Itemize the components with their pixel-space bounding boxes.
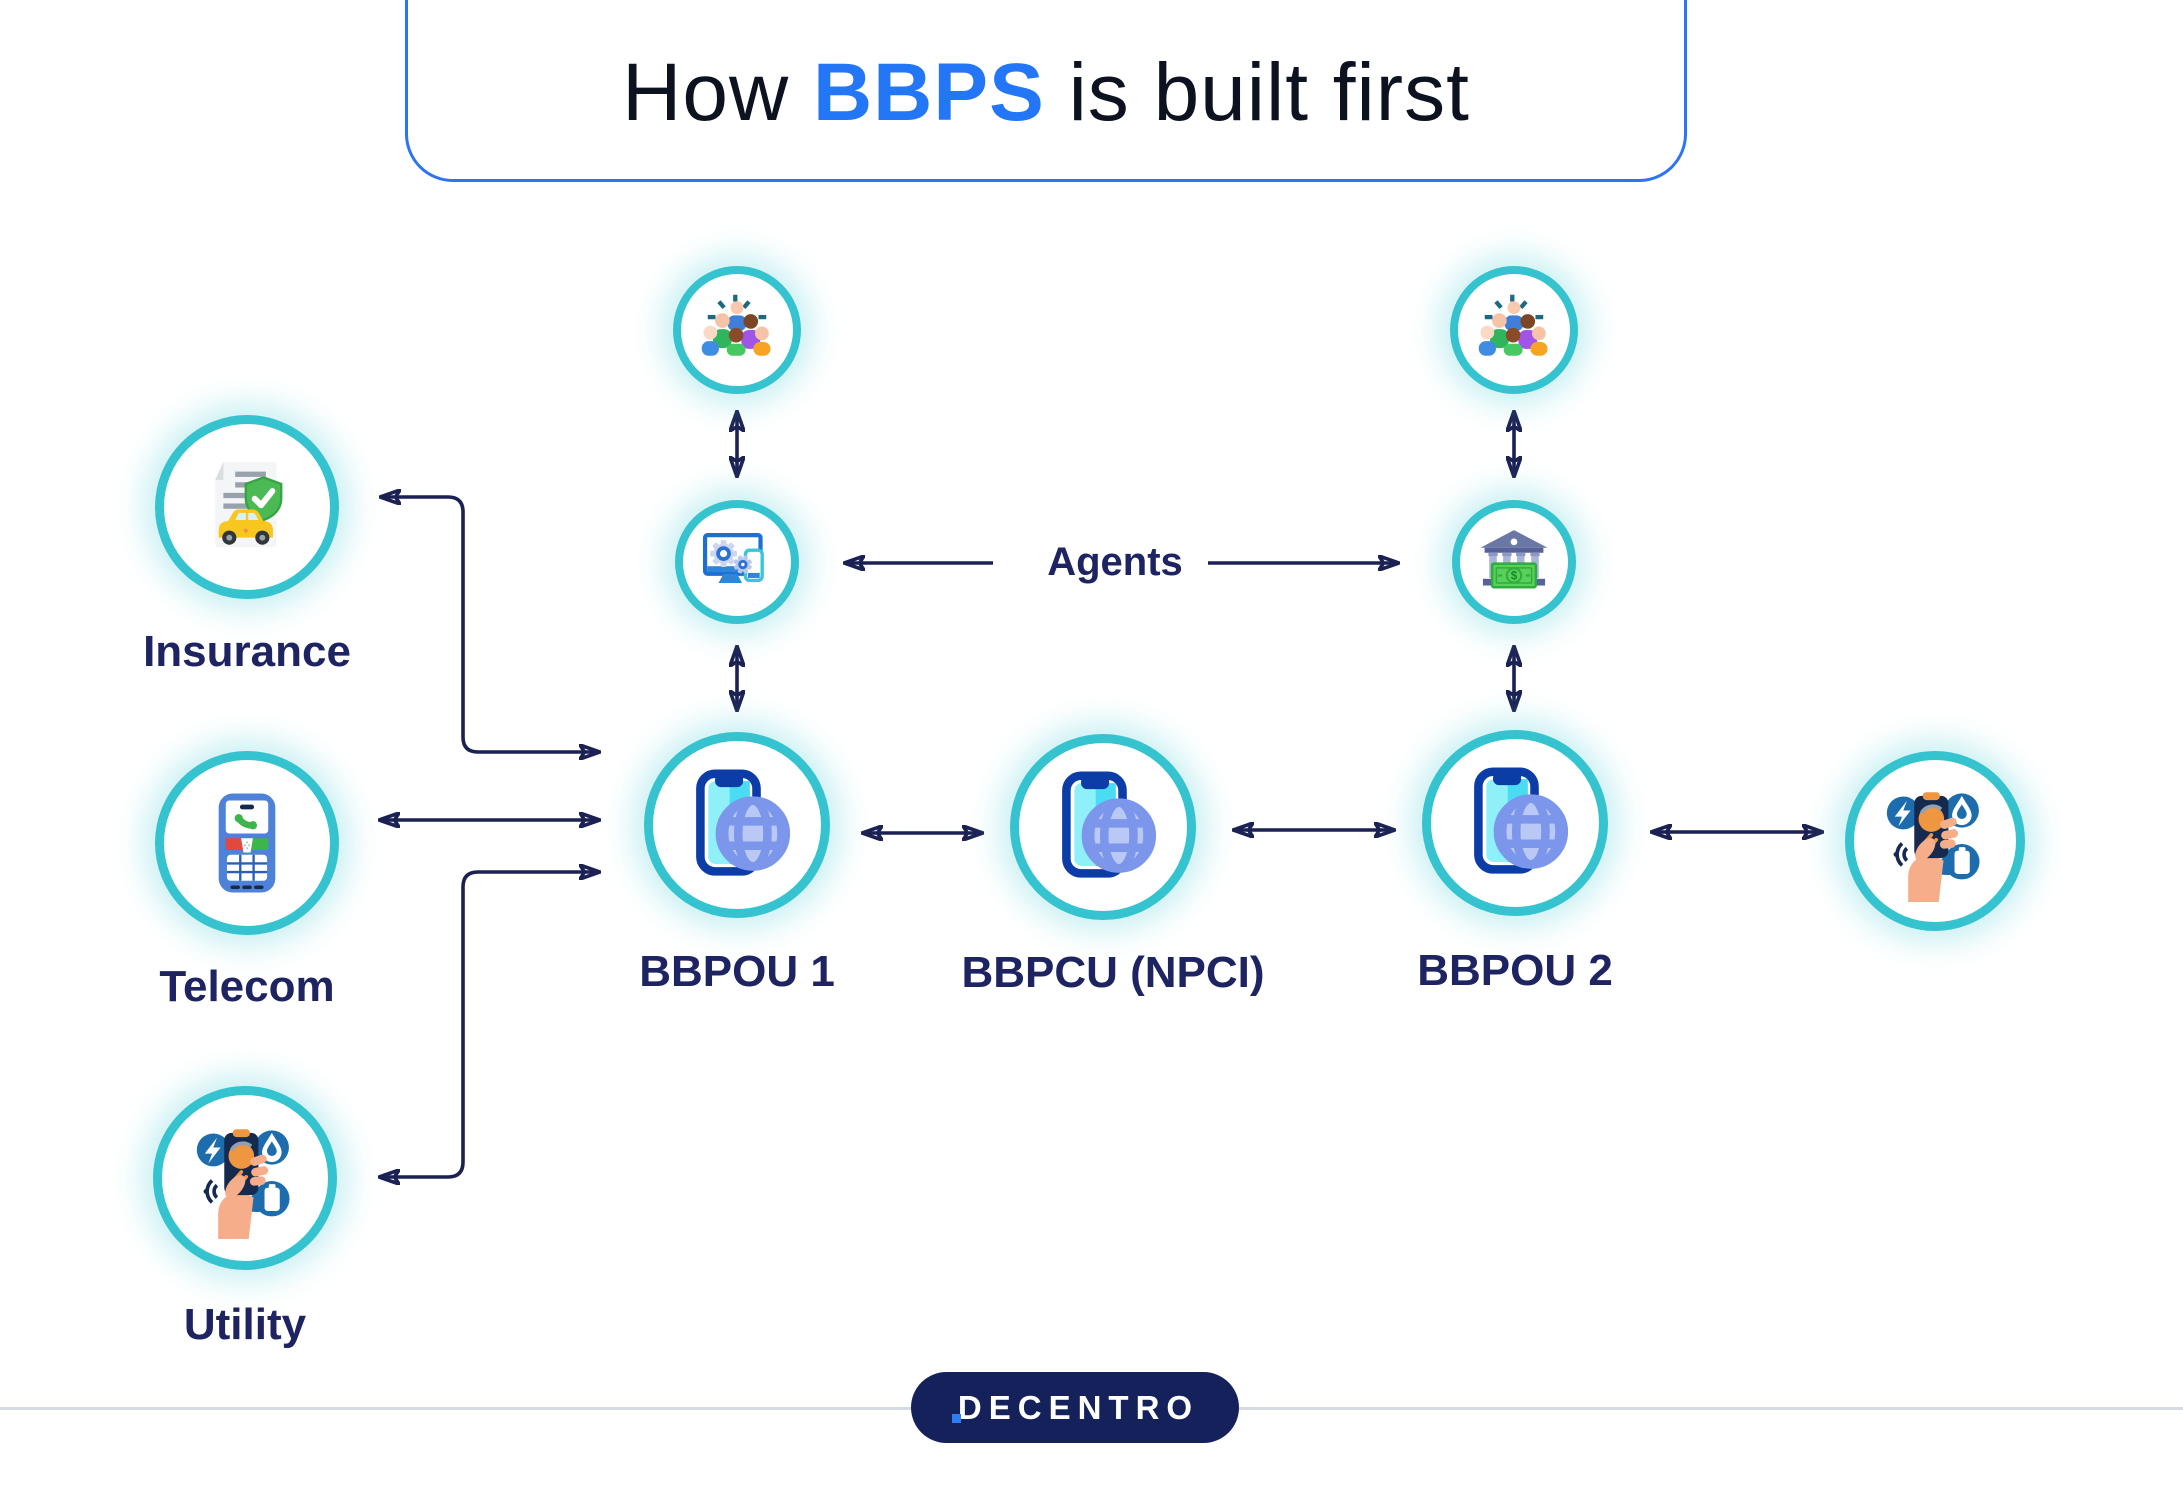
node-bbpou1 bbox=[644, 732, 830, 918]
node-bbpou2 bbox=[1422, 730, 1608, 916]
people-group-icon bbox=[1471, 287, 1557, 373]
telecom-feature-phone-icon bbox=[188, 784, 306, 902]
bbpou2-label: BBPOU 2 bbox=[1417, 946, 1613, 995]
bank-money-icon bbox=[1472, 520, 1556, 604]
title-suffix: is built first bbox=[1044, 47, 1470, 138]
arrow-insurance-bbpou1 bbox=[381, 497, 599, 752]
bbpou1-label: BBPOU 1 bbox=[639, 947, 835, 996]
title-box: How BBPS is built first bbox=[405, 0, 1687, 182]
computer-gears-icon bbox=[695, 520, 779, 604]
node-consumers-left bbox=[673, 266, 801, 394]
hand-holding-phone-utility-icon bbox=[184, 1117, 306, 1239]
arrow-utility-bbpou1 bbox=[380, 872, 599, 1177]
telecom-label: Telecom bbox=[159, 962, 335, 1011]
brand-logo: DECENTRO bbox=[911, 1372, 1239, 1443]
utility-label: Utility bbox=[183, 1300, 307, 1349]
insurance-document-car-shield-icon bbox=[188, 448, 306, 566]
node-bbpcu bbox=[1010, 734, 1196, 920]
node-digital-agent bbox=[675, 500, 799, 624]
agents-label: Agents bbox=[1047, 540, 1183, 584]
node-telecom bbox=[155, 751, 339, 935]
node-utility bbox=[153, 1086, 337, 1270]
brand-logo-text: DECENTRO bbox=[957, 1388, 1200, 1426]
node-insurance bbox=[155, 415, 339, 599]
hand-holding-phone-utility-icon bbox=[1874, 780, 1996, 902]
node-consumers-right bbox=[1450, 266, 1578, 394]
node-bank-agent bbox=[1452, 500, 1576, 624]
people-group-icon bbox=[694, 287, 780, 373]
title-highlight: BBPS bbox=[812, 47, 1045, 138]
brand-logo-dot bbox=[952, 1414, 961, 1423]
phone-globe-icon bbox=[1454, 762, 1576, 884]
node-customer-right bbox=[1845, 751, 2025, 931]
phone-globe-icon bbox=[1042, 766, 1164, 888]
phone-globe-icon bbox=[676, 764, 798, 886]
page-title: How BBPS is built first bbox=[622, 46, 1470, 140]
insurance-label: Insurance bbox=[143, 627, 351, 676]
title-prefix: How bbox=[622, 47, 813, 138]
bbpcu-label: BBPCU (NPCI) bbox=[961, 948, 1265, 997]
